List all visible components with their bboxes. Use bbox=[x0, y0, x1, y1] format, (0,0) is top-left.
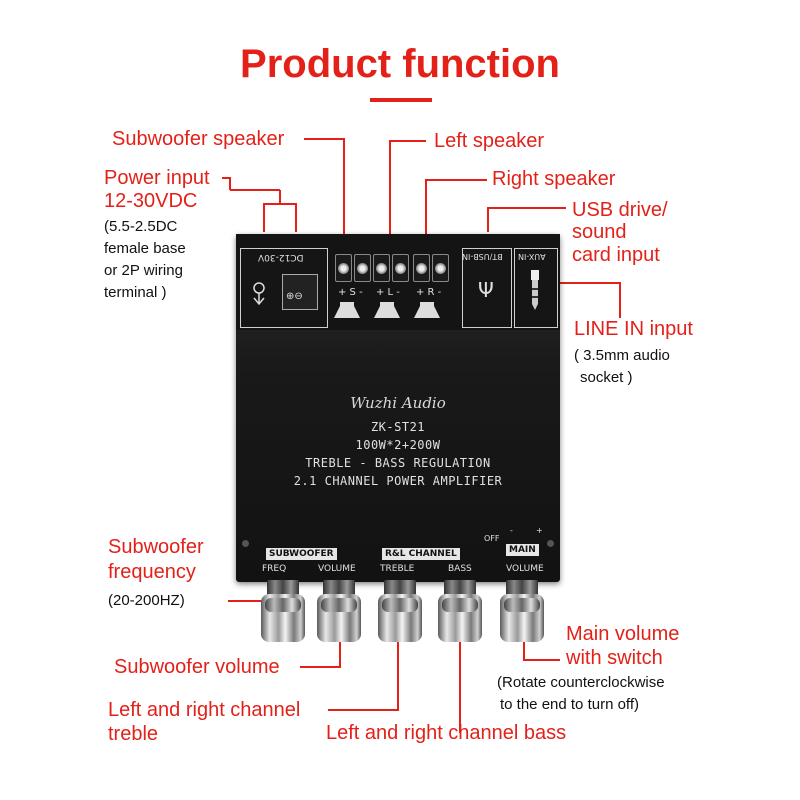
terminal-sub-plus bbox=[335, 254, 352, 282]
power-note-1: (5.5-2.5DC bbox=[104, 218, 178, 235]
title-underline bbox=[370, 98, 432, 102]
knob-label-freq: FREQ bbox=[262, 564, 287, 574]
label-power-input: Power input bbox=[104, 167, 210, 189]
aux-jack-icon bbox=[526, 270, 544, 312]
label-treble-1: Left and right channel bbox=[108, 699, 301, 721]
power-note-4: terminal ) bbox=[104, 284, 167, 301]
label-line-in: LINE IN input bbox=[574, 318, 693, 340]
label-main-1: Main volume bbox=[566, 623, 680, 645]
terminal-left-plus bbox=[373, 254, 390, 282]
description-text: 2.1 CHANNEL POWER AMPLIFIER bbox=[293, 474, 503, 488]
knob-label-treble: TREBLE bbox=[380, 564, 415, 574]
label-usb-3: card input bbox=[572, 244, 660, 266]
label-bass: Left and right channel bass bbox=[326, 722, 567, 744]
sub-volume-knob[interactable] bbox=[317, 594, 361, 642]
usb-panel bbox=[462, 248, 512, 328]
sub-freq-note: (20-200HZ) bbox=[108, 592, 185, 609]
bt-usb-label: BT/USB-IN bbox=[462, 252, 503, 261]
label-subwoofer-speaker: Subwoofer speaker bbox=[112, 128, 285, 150]
main-note-1: (Rotate counterclockwise bbox=[497, 674, 665, 691]
speaker-icons bbox=[332, 298, 456, 322]
terminal-right-plus bbox=[413, 254, 430, 282]
terminal-right-minus bbox=[432, 254, 449, 282]
dc-label: DC12-30V bbox=[258, 252, 304, 262]
label-power-voltage: 12-30VDC bbox=[104, 190, 198, 212]
label-usb-2: sound bbox=[572, 221, 627, 243]
mount-hole-right bbox=[547, 540, 554, 547]
terminal-left-minus bbox=[392, 254, 409, 282]
label-right-speaker: Right speaker bbox=[492, 168, 616, 190]
label-left-speaker: Left speaker bbox=[434, 130, 545, 152]
knob-label-bass: BASS bbox=[448, 564, 472, 574]
label-sub-freq-1: Subwoofer bbox=[108, 536, 204, 558]
main-volume-knob[interactable] bbox=[500, 594, 544, 642]
model-text: ZK-ST21 bbox=[370, 420, 426, 434]
label-sub-freq-2: frequency bbox=[108, 561, 196, 583]
main-plus: + bbox=[536, 526, 543, 535]
page-title: Product function bbox=[240, 42, 560, 86]
label-sub-volume: Subwoofer volume bbox=[114, 656, 280, 678]
power-text: 100W*2+200W bbox=[355, 438, 441, 452]
bass-knob[interactable] bbox=[438, 594, 482, 642]
label-usb-1: USB drive/ bbox=[572, 199, 668, 221]
aux-label: AUX-IN bbox=[518, 252, 546, 261]
knob-label-main-volume: VOLUME bbox=[506, 564, 544, 574]
group-main: MAIN bbox=[506, 544, 539, 556]
terminal-r-label: + R - bbox=[416, 287, 442, 298]
main-minus: - bbox=[510, 526, 513, 535]
line-in-note-2: socket ) bbox=[580, 369, 633, 386]
knob-label-volume: VOLUME bbox=[318, 564, 356, 574]
amplifier-board: DC12-30V ⊕⊖ + S - + L - + R - BT/USB-IN … bbox=[236, 234, 560, 582]
treble-knob[interactable] bbox=[378, 594, 422, 642]
terminal-s-label: + S - bbox=[338, 287, 363, 298]
power-note-3: or 2P wiring bbox=[104, 262, 183, 279]
regulation-text: TREBLE - BASS REGULATION bbox=[305, 456, 491, 470]
power-note-2: female base bbox=[104, 240, 186, 257]
dc-terminal-symbols: ⊕⊖ bbox=[286, 291, 303, 302]
usb-icon: Ψ bbox=[478, 278, 494, 302]
label-treble-2: treble bbox=[108, 723, 159, 745]
terminal-sub-minus bbox=[354, 254, 371, 282]
mount-hole-left bbox=[242, 540, 249, 547]
terminal-l-label: + L - bbox=[376, 287, 400, 298]
off-label: OFF bbox=[484, 534, 500, 543]
main-note-2: to the end to turn off) bbox=[500, 696, 639, 713]
label-main-2: with switch bbox=[566, 647, 663, 669]
line-in-note-1: ( 3.5mm audio bbox=[574, 347, 670, 364]
group-rl-channel: R&L CHANNEL bbox=[382, 548, 460, 560]
brand-logo: Wuzhi Audio bbox=[350, 394, 446, 412]
sub-freq-knob[interactable] bbox=[261, 594, 305, 642]
dc-terminal-block bbox=[282, 274, 318, 310]
dc-jack-icon bbox=[250, 278, 268, 308]
group-subwoofer: SUBWOOFER bbox=[266, 548, 337, 560]
